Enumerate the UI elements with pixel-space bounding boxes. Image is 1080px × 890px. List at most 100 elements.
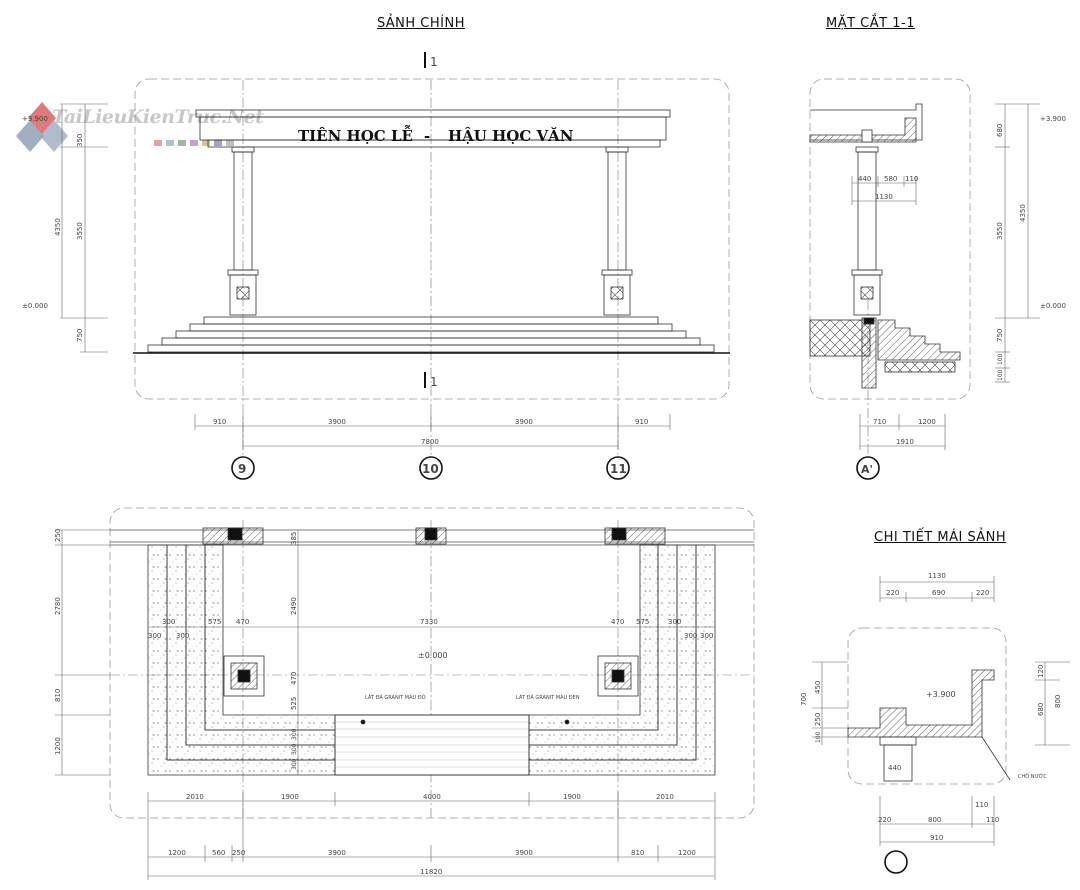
plan-tdim-l1: 300 xyxy=(148,632,161,640)
plan-ldim-2780: 2780 xyxy=(54,597,62,615)
plan-mdim-470: 470 xyxy=(290,672,298,685)
sec-dim-100a: 100 xyxy=(997,353,1004,365)
elev-dim-4350: 4350 xyxy=(54,218,62,236)
det-note: CHỐ NƯỚC xyxy=(1018,772,1047,780)
det-b-110b: 110 xyxy=(986,816,999,824)
elevation-bottom-dims xyxy=(194,414,671,450)
plan-tdim-l3: 300 xyxy=(176,632,189,640)
plan-b2-3900b: 3900 xyxy=(515,849,533,857)
elev-dim-3550: 3550 xyxy=(76,222,84,240)
sec-col-580: 580 xyxy=(884,175,897,183)
det-top-220b: 220 xyxy=(976,589,989,597)
elev-bdim-total: 7800 xyxy=(421,438,439,446)
sec-bdim-1200: 1200 xyxy=(918,418,936,426)
det-b-910: 910 xyxy=(930,834,943,842)
section-mark-top: 1 xyxy=(430,55,438,69)
det-b-220: 220 xyxy=(878,816,891,824)
plan-b1-2010b: 2010 xyxy=(656,793,674,801)
detail-view xyxy=(847,627,1011,785)
plan-b2-560: 560 xyxy=(212,849,225,857)
plan-b2-1200b: 1200 xyxy=(678,849,696,857)
det-level: +3.900 xyxy=(926,690,956,699)
sec-level-zero: ±0.000 xyxy=(1040,302,1066,310)
section-view xyxy=(809,78,971,455)
elevation-view xyxy=(133,52,730,455)
elev-dim-750: 750 xyxy=(76,329,84,342)
plan-ldim-810: 810 xyxy=(54,689,62,702)
sec-col-1130: 1130 xyxy=(875,193,893,201)
plan-bottom-dims xyxy=(147,792,716,880)
plan-tdim-r1: 470 xyxy=(611,618,624,626)
plan-mdim-300c: 300 xyxy=(291,758,298,770)
det-l-100: 100 xyxy=(815,731,822,743)
level-top: +3.900 xyxy=(22,115,48,123)
plan-mdim-525: 525 xyxy=(290,697,298,710)
plan-tdim-r2: 575 xyxy=(636,618,649,626)
note-red-granite: LÁT ĐÁ GRANIT MÀU ĐỎ xyxy=(365,693,426,701)
beam-text-right: HẬU HỌC VĂN xyxy=(448,127,574,145)
plan-tdim-l5: 470 xyxy=(236,618,249,626)
det-col-440: 440 xyxy=(888,764,901,772)
sec-col-440: 440 xyxy=(858,175,871,183)
plan-b1-2010a: 2010 xyxy=(186,793,204,801)
plan-b1-1900a: 1900 xyxy=(281,793,299,801)
sec-level-top: +3.900 xyxy=(1040,115,1066,123)
plan-ldim-1200: 1200 xyxy=(54,737,62,755)
plan-b2-1200a: 1200 xyxy=(168,849,186,857)
detail-title: CHI TIẾT MÁI SẢNH xyxy=(874,530,1007,545)
section-col-dims xyxy=(851,176,917,205)
det-b-110a: 110 xyxy=(975,801,988,809)
axis-9: 9 xyxy=(238,462,246,476)
plan-b2-250: 250 xyxy=(232,849,245,857)
elev-bdim-1: 910 xyxy=(213,418,226,426)
plan-mdim-2490: 2490 xyxy=(290,597,298,615)
plan-tdim-r4: 300 xyxy=(684,632,697,640)
det-top-1130: 1130 xyxy=(928,572,946,580)
beam-text-left: TIÊN HỌC LỄ xyxy=(298,124,413,145)
section-right-dims xyxy=(995,103,1040,383)
sec-dim-100b: 100 xyxy=(997,369,1004,381)
plan-b2-3900a: 3900 xyxy=(328,849,346,857)
elev-bdim-4: 910 xyxy=(635,418,648,426)
det-r-680: 680 xyxy=(1037,703,1045,716)
plan-b1-1900b: 1900 xyxy=(563,793,581,801)
det-top-690: 690 xyxy=(932,589,945,597)
det-l-450: 450 xyxy=(814,681,822,694)
det-b-800: 800 xyxy=(928,816,941,824)
plan-tdim-l4: 575 xyxy=(208,618,221,626)
plan-ldim-250: 250 xyxy=(54,529,62,542)
plan-tdim-l2: 300 xyxy=(162,618,175,626)
section-title: MẶT CẮT 1-1 xyxy=(826,16,915,31)
plan-tdim-r5: 300 xyxy=(700,632,713,640)
section-mark-bottom: 1 xyxy=(430,375,438,389)
plan-b2-810: 810 xyxy=(631,849,644,857)
plan-mdim-300b: 300 xyxy=(291,743,298,755)
det-r-800: 800 xyxy=(1054,695,1062,708)
elev-dim-350: 350 xyxy=(76,134,84,147)
plan-mdim-385: 385 xyxy=(290,532,298,545)
beam-text-dash: - xyxy=(424,127,430,145)
sec-dim-680: 680 xyxy=(996,124,1004,137)
det-l-700: 700 xyxy=(800,693,808,706)
axis-10: 10 xyxy=(422,462,439,476)
sec-col-110: 110 xyxy=(905,175,918,183)
detail-dims xyxy=(812,576,1070,846)
det-top-220a: 220 xyxy=(886,589,899,597)
axis-11: 11 xyxy=(610,462,627,476)
watermark-text: TaiLieuKienTruc.Net xyxy=(52,106,264,128)
axis-a-prime: A' xyxy=(861,463,873,476)
plan-b1-4000: 4000 xyxy=(423,793,441,801)
note-black-granite: LÁT ĐÁ GRANIT MÀU ĐEN xyxy=(516,694,580,701)
level-zero: ±0.000 xyxy=(22,302,48,310)
det-r-120: 120 xyxy=(1037,665,1045,678)
elev-bdim-3: 3900 xyxy=(515,418,533,426)
plan-mdim-300a: 300 xyxy=(291,728,298,740)
sec-dim-4350: 4350 xyxy=(1019,204,1027,222)
plan-tdim-r3: 300 xyxy=(668,618,681,626)
elevation-left-dims xyxy=(60,103,108,353)
plan-level: ±0.000 xyxy=(418,651,448,660)
plan-total: 11820 xyxy=(420,868,442,876)
sec-dim-3550: 3550 xyxy=(996,222,1004,240)
